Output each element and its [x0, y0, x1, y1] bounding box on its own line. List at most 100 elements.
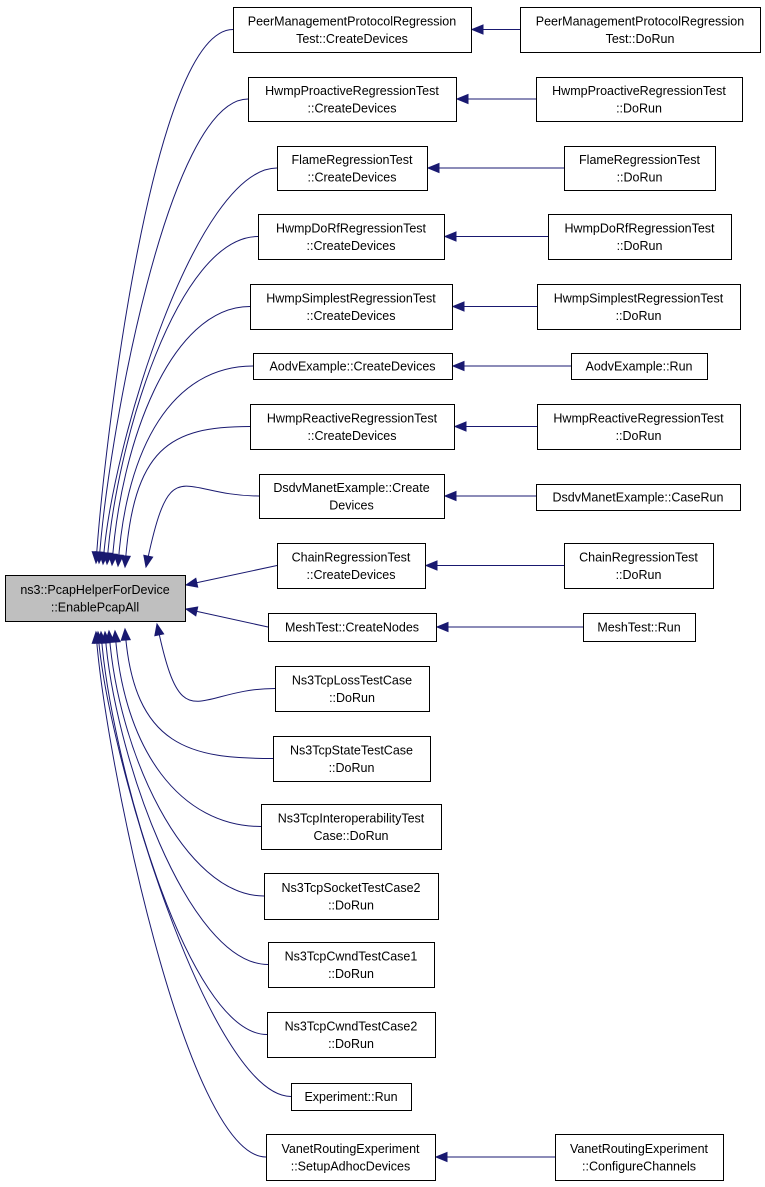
function-node-s7[interactable]: HwmpReactiveRegressionTest::DoRun	[537, 404, 741, 450]
edge-c8-to-root	[145, 485, 260, 568]
node-label: MeshTest::CreateNodes	[285, 621, 419, 635]
function-node-s2[interactable]: HwmpProactiveRegressionTest::DoRun	[536, 77, 743, 122]
function-node-c4[interactable]: HwmpDoRfRegressionTest::CreateDevices	[258, 214, 445, 260]
function-node-c5[interactable]: HwmpSimplestRegressionTest::CreateDevice…	[250, 284, 453, 330]
edge-c3-to-root	[102, 167, 278, 565]
node-box	[555, 1134, 724, 1181]
edge-c14-to-root	[108, 630, 265, 897]
node-label: Case::DoRun	[313, 829, 388, 843]
node-label: ::DoRun	[616, 429, 662, 443]
node-box	[277, 146, 428, 191]
node-label: ::DoRun	[329, 691, 375, 705]
node-box	[250, 404, 455, 450]
arrowhead-s9	[424, 560, 438, 571]
function-node-c10[interactable]: MeshTest::CreateNodes	[268, 613, 437, 642]
node-label: ::DoRun	[617, 239, 663, 253]
node-label: Devices	[329, 498, 373, 512]
arrowhead-c7	[120, 555, 131, 569]
node-label: Experiment::Run	[304, 1090, 397, 1104]
node-label: AodvExample::CreateDevices	[269, 360, 435, 374]
node-box	[291, 1083, 412, 1111]
function-node-s3[interactable]: FlameRegressionTest::DoRun	[564, 146, 716, 191]
node-label: VanetRoutingExperiment	[281, 1142, 420, 1156]
node-label: ChainRegressionTest	[292, 550, 411, 564]
function-node-c2[interactable]: HwmpProactiveRegressionTest::CreateDevic…	[248, 77, 457, 122]
node-label: ::DoRun	[616, 101, 662, 115]
edge-c13-to-root	[114, 630, 262, 827]
function-node-c18[interactable]: VanetRoutingExperiment::SetupAdhocDevice…	[266, 1134, 436, 1181]
edges-layer	[91, 24, 583, 1163]
node-label: HwmpDoRfRegressionTest	[276, 221, 427, 235]
function-node-c11[interactable]: Ns3TcpLossTestCase::DoRun	[275, 666, 430, 712]
node-box	[537, 284, 741, 330]
function-node-c12[interactable]: Ns3TcpStateTestCase::DoRun	[273, 736, 431, 782]
edge-c18-to-root	[95, 631, 267, 1158]
function-node-c6[interactable]: AodvExample::CreateDevices	[253, 353, 453, 380]
arrowhead-s18	[434, 1151, 448, 1163]
arrowhead-c12	[120, 627, 131, 641]
node-label: HwmpReactiveRegressionTest	[267, 411, 438, 425]
function-node-c1[interactable]: PeerManagementProtocolRegressionTest::Cr…	[233, 7, 472, 53]
edge-c7-to-root	[124, 426, 251, 568]
arrowhead-c10	[184, 606, 199, 617]
root-node[interactable]: ns3::PcapHelperForDevice::EnablePcapAll	[5, 575, 186, 622]
node-label: ChainRegressionTest	[579, 550, 698, 564]
function-node-s5[interactable]: HwmpSimplestRegressionTest::DoRun	[537, 284, 741, 330]
arrowhead-c11	[154, 622, 165, 637]
node-label: MeshTest::Run	[597, 621, 680, 635]
node-label: ns3::PcapHelperForDevice	[20, 583, 169, 597]
nodes-layer: ns3::PcapHelperForDevice::EnablePcapAll P…	[5, 7, 761, 1181]
function-node-c16[interactable]: Ns3TcpCwndTestCase2::DoRun	[267, 1012, 436, 1058]
node-box	[268, 613, 437, 642]
arrowhead-s8	[443, 490, 457, 502]
function-node-s6[interactable]: AodvExample::Run	[571, 353, 708, 380]
function-node-c15[interactable]: Ns3TcpCwndTestCase1::DoRun	[268, 942, 435, 988]
function-node-c3[interactable]: FlameRegressionTest::CreateDevices	[277, 146, 428, 191]
function-node-s10[interactable]: MeshTest::Run	[583, 613, 696, 642]
node-label: DsdvManetExample::CaseRun	[553, 491, 724, 505]
function-node-c7[interactable]: HwmpReactiveRegressionTest::CreateDevice…	[250, 404, 455, 450]
node-label: HwmpSimplestRegressionTest	[554, 291, 724, 305]
function-node-s1[interactable]: PeerManagementProtocolRegressionTest::Do…	[520, 7, 761, 53]
node-label: ::CreateDevices	[307, 309, 396, 323]
arrowhead-c9	[184, 577, 199, 588]
node-box	[258, 214, 445, 260]
function-node-s18[interactable]: VanetRoutingExperiment::ConfigureChannel…	[555, 1134, 724, 1181]
node-box	[536, 77, 743, 122]
node-label: HwmpProactiveRegressionTest	[552, 84, 726, 98]
arrowhead-s2	[455, 93, 469, 105]
node-label: ::DoRun	[329, 761, 375, 775]
edge-c17-to-root	[97, 631, 292, 1097]
arrowhead-s4	[443, 231, 457, 242]
edge-c10-to-root	[185, 608, 269, 628]
edge-c15-to-root	[104, 631, 269, 965]
node-label: ::CreateDevices	[308, 170, 397, 184]
function-node-c14[interactable]: Ns3TcpSocketTestCase2::DoRun	[264, 873, 439, 920]
node-box	[253, 353, 453, 380]
arrowhead-s3	[426, 162, 440, 174]
function-node-s9[interactable]: ChainRegressionTest::DoRun	[564, 543, 714, 589]
node-label: Ns3TcpInteroperabilityTest	[278, 811, 425, 825]
node-label: Ns3TcpCwndTestCase2	[285, 1019, 418, 1033]
function-node-s8[interactable]: DsdvManetExample::CaseRun	[536, 484, 741, 511]
node-box	[248, 77, 457, 122]
function-node-c17[interactable]: Experiment::Run	[291, 1083, 412, 1111]
node-label: HwmpReactiveRegressionTest	[553, 411, 724, 425]
node-box	[261, 804, 442, 850]
node-label: Ns3TcpCwndTestCase1	[285, 949, 418, 963]
arrowhead-c18	[91, 630, 102, 644]
function-node-c8[interactable]: DsdvManetExample::CreateDevices	[259, 474, 445, 519]
node-label: Test::CreateDevices	[296, 32, 408, 46]
node-box	[259, 474, 445, 519]
function-node-s4[interactable]: HwmpDoRfRegressionTest::DoRun	[548, 214, 732, 260]
node-box	[233, 7, 472, 53]
node-box	[264, 873, 439, 920]
function-node-c9[interactable]: ChainRegressionTest::CreateDevices	[277, 543, 426, 589]
arrowhead-s7	[453, 421, 467, 432]
node-label: ::DoRun	[328, 898, 374, 912]
node-box	[548, 214, 732, 260]
node-box	[5, 575, 186, 622]
node-box	[275, 666, 430, 712]
